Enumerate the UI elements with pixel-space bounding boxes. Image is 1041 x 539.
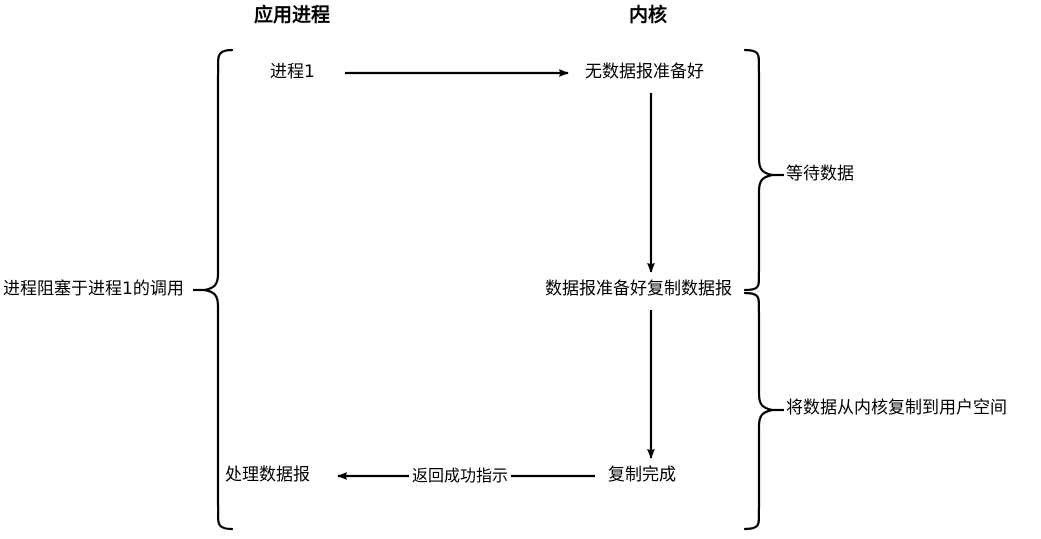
side-label-copy-kernel-to-user: 将数据从内核复制到用户空间 (786, 398, 1007, 418)
left-brace (203, 48, 234, 531)
node-process-datagram: 处理数据报 (225, 465, 310, 485)
column-header-kernel: 内核 (629, 4, 668, 26)
side-label-blocked-on-call: 进程阻塞于进程1的调用 (3, 279, 184, 299)
right-brace-upper (743, 48, 774, 292)
node-datagram-ready-copy: 数据报准备好复制数据报 (545, 279, 732, 299)
node-copy-complete: 复制完成 (608, 465, 676, 485)
node-no-datagram-ready: 无数据报准备好 (585, 62, 704, 82)
right-brace-lower (743, 291, 774, 531)
side-label-waiting-for-data: 等待数据 (786, 164, 854, 184)
node-process-1: 进程1 (270, 62, 315, 82)
edge-label-return-success-indicator: 返回成功指示 (409, 468, 512, 484)
column-header-application-process: 应用进程 (254, 4, 331, 26)
